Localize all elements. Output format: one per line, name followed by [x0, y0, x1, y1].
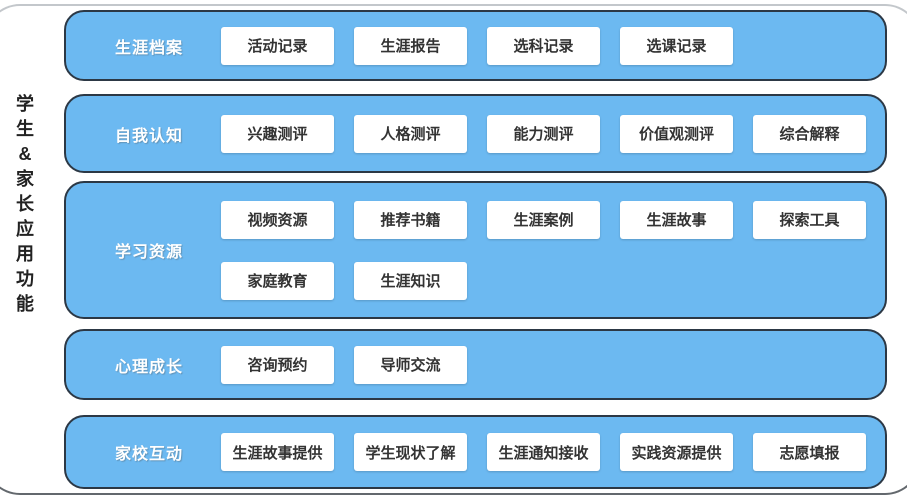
- feature-box: 生涯报告: [354, 26, 467, 65]
- feature-box: 选科记录: [487, 26, 600, 65]
- feature-box-groups: 生涯故事提供学生现状了解生涯通知接收实践资源提供志愿填报: [221, 433, 866, 471]
- feature-box-groups: 咨询预约导师交流: [221, 345, 467, 384]
- feature-box: 兴趣测评: [221, 114, 334, 153]
- feature-box: 价值观测评: [620, 114, 733, 153]
- feature-box: 探索工具: [753, 200, 866, 239]
- feature-box: 咨询预约: [221, 345, 334, 384]
- function-row: 心理成长 咨询预约导师交流: [64, 329, 887, 400]
- function-row: 学习资源 视频资源推荐书籍生涯案例生涯故事探索工具家庭教育生涯知识: [64, 181, 887, 319]
- vertical-title: 学生&家长应用功能: [16, 94, 34, 314]
- row-category-label: 学习资源: [114, 244, 183, 261]
- feature-box: 生涯故事: [620, 200, 733, 239]
- feature-box-groups: 视频资源推荐书籍生涯案例生涯故事探索工具家庭教育生涯知识: [221, 200, 866, 300]
- function-row: 生涯档案 活动记录生涯报告选科记录选课记录: [64, 10, 887, 81]
- feature-box: 学生现状了解: [354, 433, 467, 471]
- feature-box: 生涯故事提供: [221, 433, 334, 471]
- feature-box: 推荐书籍: [354, 200, 467, 239]
- row-category-label: 自我认知: [114, 127, 183, 145]
- feature-box-groups: 兴趣测评人格测评能力测评价值观测评综合解释: [221, 114, 866, 153]
- feature-box: 综合解释: [753, 114, 866, 153]
- box-group: 家庭教育生涯知识: [221, 261, 866, 300]
- feature-box: 能力测评: [487, 114, 600, 153]
- box-group: 生涯故事提供学生现状了解生涯通知接收实践资源提供志愿填报: [221, 433, 866, 471]
- box-group: 活动记录生涯报告选科记录选课记录: [221, 26, 733, 65]
- row-category-label: 家校互动: [114, 446, 183, 463]
- row-category-label: 生涯档案: [114, 39, 183, 57]
- feature-box: 导师交流: [354, 345, 467, 384]
- feature-box-groups: 活动记录生涯报告选科记录选课记录: [221, 26, 733, 65]
- box-group: 兴趣测评人格测评能力测评价值观测评综合解释: [221, 114, 866, 153]
- box-group: 咨询预约导师交流: [221, 345, 467, 384]
- feature-box: 活动记录: [221, 26, 334, 65]
- function-row: 家校互动 生涯故事提供学生现状了解生涯通知接收实践资源提供志愿填报: [64, 415, 887, 489]
- feature-box: 生涯案例: [487, 200, 600, 239]
- feature-box: 生涯通知接收: [487, 433, 600, 471]
- feature-box: 选课记录: [620, 26, 733, 65]
- feature-box: 志愿填报: [753, 433, 866, 471]
- feature-box: 生涯知识: [354, 261, 467, 300]
- row-category-label: 心理成长: [114, 358, 183, 376]
- feature-box: 家庭教育: [221, 261, 334, 300]
- box-group: 视频资源推荐书籍生涯案例生涯故事探索工具: [221, 200, 866, 239]
- feature-box: 实践资源提供: [620, 433, 733, 471]
- feature-box: 视频资源: [221, 200, 334, 239]
- function-row: 自我认知 兴趣测评人格测评能力测评价值观测评综合解释: [64, 94, 887, 173]
- feature-box: 人格测评: [354, 114, 467, 153]
